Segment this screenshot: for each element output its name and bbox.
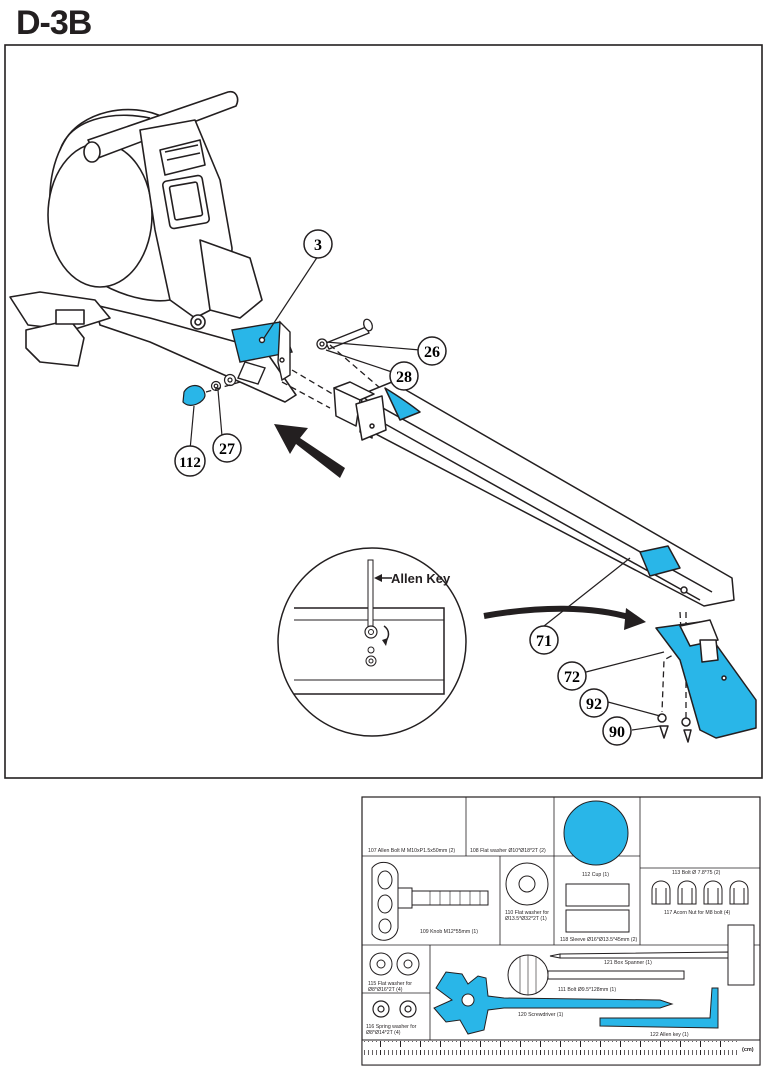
detail-inset bbox=[277, 547, 467, 737]
label-part-112: 112 Cup (1) bbox=[582, 872, 609, 878]
label-part-110-line1: 110 Flat washer for bbox=[505, 910, 549, 916]
callout-92: 92 bbox=[579, 688, 609, 718]
label-part-117: 117 Acorn Nut for M8 bolt (4) bbox=[664, 910, 730, 916]
callout-28: 28 bbox=[389, 361, 419, 391]
flat-washer-115-icon bbox=[369, 952, 420, 976]
label-part-109: 109 Knob M12*55mm (1) bbox=[420, 929, 478, 935]
svg-text:92: 92 bbox=[586, 696, 602, 713]
rower-body-illustration bbox=[9, 90, 297, 403]
front-bracket-part-3 bbox=[231, 320, 293, 385]
allen-key-122-icon bbox=[599, 987, 719, 1029]
rear-foot-part-72 bbox=[655, 619, 757, 743]
svg-text:112: 112 bbox=[179, 455, 201, 471]
sleeve-118-icon bbox=[565, 883, 630, 933]
acorn-nut-117-icon bbox=[651, 880, 749, 905]
label-part-110-line2: Ø13.5*Ø32*2T (1) bbox=[505, 916, 547, 922]
direction-arrow-icon bbox=[274, 424, 345, 478]
svg-text:71: 71 bbox=[536, 633, 552, 650]
box-spanner-121-icon bbox=[549, 924, 755, 986]
cap-112-and-washer-27 bbox=[182, 373, 237, 406]
callout-112: 112 bbox=[174, 445, 206, 477]
callout-leader-lines bbox=[189, 255, 665, 731]
curved-arrow-icon bbox=[483, 605, 646, 630]
washer-110-icon bbox=[505, 862, 549, 906]
callout-72: 72 bbox=[557, 661, 587, 691]
svg-text:28: 28 bbox=[396, 369, 412, 386]
page-title: D-3B bbox=[16, 4, 92, 42]
allen-key-label: Allen Key bbox=[391, 571, 451, 586]
svg-text:3: 3 bbox=[314, 237, 322, 254]
label-part-108: 108 Flat washer Ø10*Ø18*2T (2) bbox=[470, 848, 546, 854]
spring-washer-116-icon bbox=[372, 1000, 417, 1018]
scale-unit-label: (cm) bbox=[742, 1047, 754, 1053]
svg-text:72: 72 bbox=[564, 669, 580, 686]
callouts: 3 26 28 112 27 71 72 92 bbox=[174, 229, 632, 746]
cup-112-icon bbox=[563, 800, 629, 866]
callout-27: 27 bbox=[212, 433, 242, 463]
callout-71: 71 bbox=[529, 625, 559, 655]
svg-text:27: 27 bbox=[219, 441, 235, 458]
label-part-111: 111 Bolt Ø9.5*128mm (1) bbox=[558, 987, 616, 993]
knob-109-icon bbox=[371, 861, 489, 941]
label-part-116-line1: 116 Spring washer for bbox=[366, 1024, 417, 1030]
label-part-115-line2: Ø8*Ø16*2T (4) bbox=[368, 987, 403, 993]
label-part-115-line1: 115 Flat washer for bbox=[368, 981, 412, 987]
label-part-118: 118 Sleeve Ø16*Ø13.5*45mm (2) bbox=[560, 937, 637, 943]
hardware-pack-panel: 107 Allen Bolt M M10xP1.5x50mm (2) 108 F… bbox=[361, 796, 761, 1066]
hardware-panel-grid bbox=[362, 797, 760, 1041]
callout-3: 3 bbox=[303, 229, 333, 259]
callout-26: 26 bbox=[417, 336, 447, 366]
measuring-scale: (cm) bbox=[361, 1039, 761, 1066]
bolt-26-and-washer-28 bbox=[316, 318, 373, 350]
diagram-frame bbox=[4, 44, 763, 779]
label-part-120: 120 Screwdriver (1) bbox=[518, 1012, 564, 1018]
svg-text:90: 90 bbox=[609, 724, 625, 741]
label-part-122: 122 Allen key (1) bbox=[650, 1032, 689, 1038]
svg-text:26: 26 bbox=[424, 344, 440, 361]
callout-90: 90 bbox=[602, 716, 632, 746]
bolt-111-icon bbox=[507, 954, 685, 996]
label-part-116-line2: Ø8*Ø14*2T (4) bbox=[366, 1030, 401, 1036]
label-part-121: 121 Box Spanner (1) bbox=[604, 960, 652, 966]
label-part-107: 107 Allen Bolt M M10xP1.5x50mm (2) bbox=[368, 848, 455, 854]
screwdriver-120-icon bbox=[433, 971, 674, 1035]
label-part-113: 113 Bolt Ø 7.8*75 (2) bbox=[672, 870, 721, 876]
